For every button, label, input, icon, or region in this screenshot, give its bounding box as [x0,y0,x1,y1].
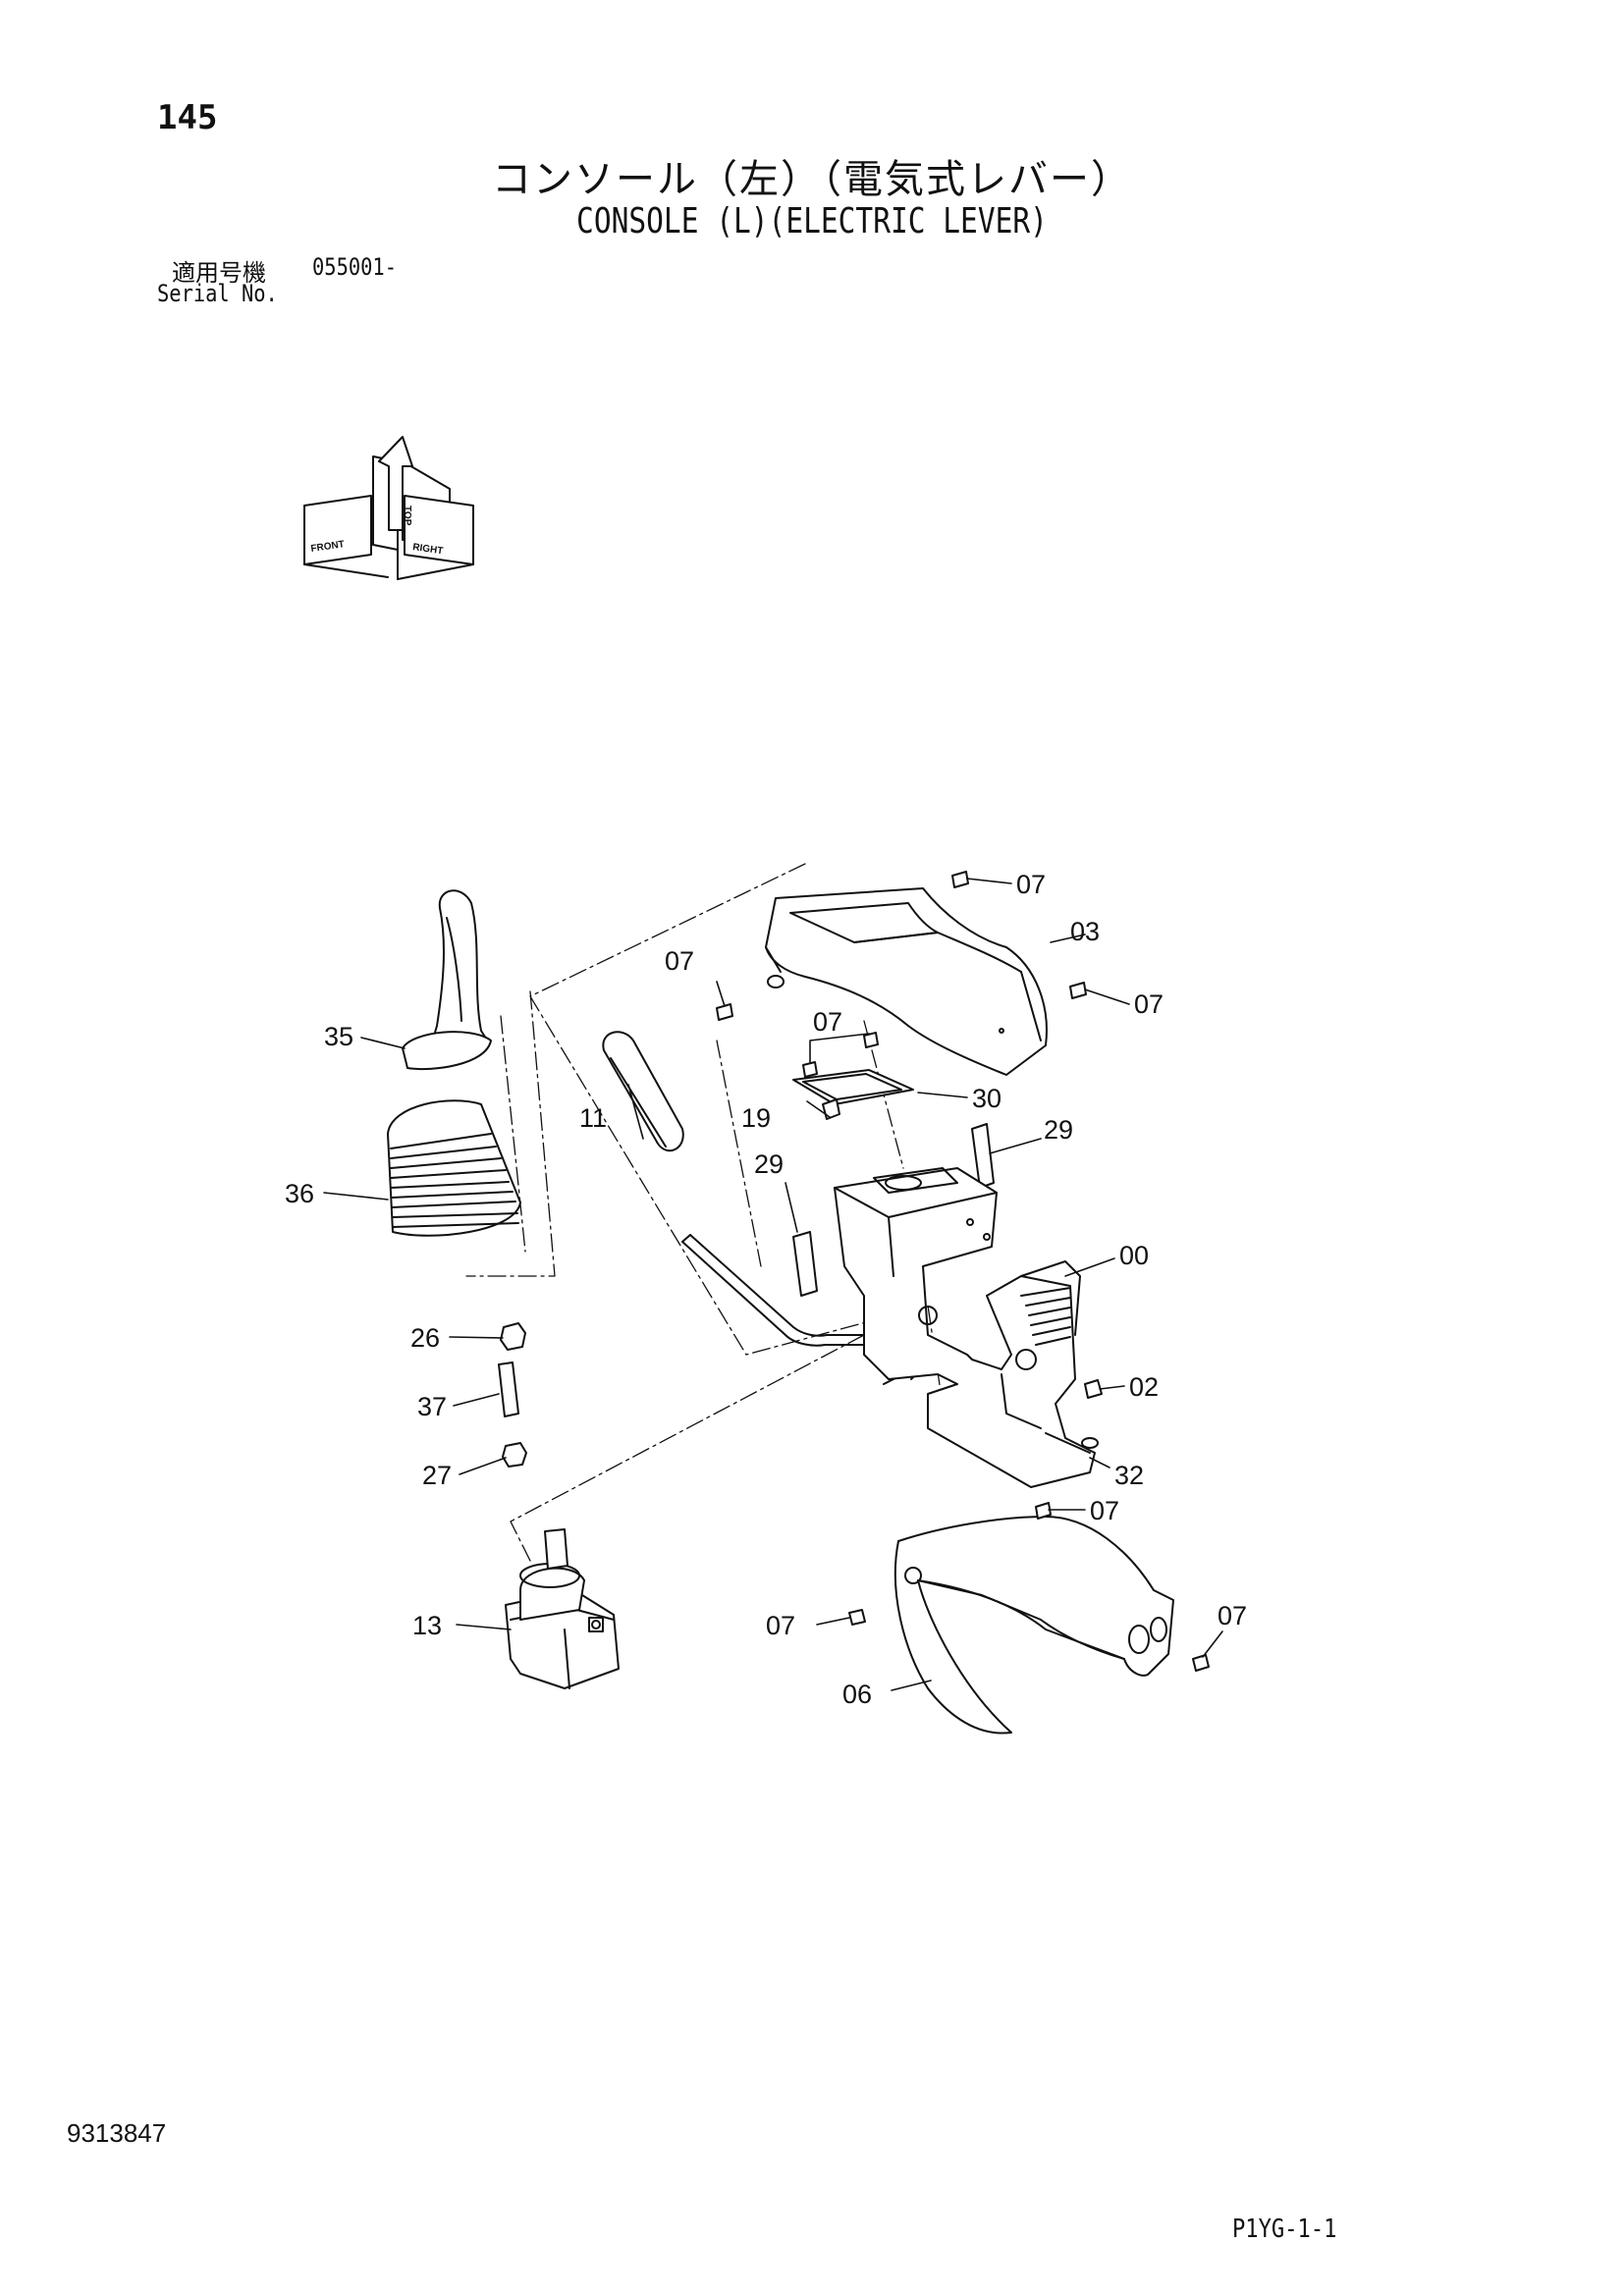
callout-36: 36 [285,1179,314,1208]
serial-label-japanese: 適用号機 [172,259,266,287]
callout-07: 07 [766,1611,795,1640]
console-bracket-assembly [834,1167,1099,1488]
callout-07: 07 [1218,1601,1247,1630]
callout-19: 19 [741,1103,771,1133]
bolt-parts [716,871,1210,1672]
callout-07: 07 [1016,870,1046,899]
callout-07: 07 [813,1007,842,1037]
pilot-valve-part [505,1528,620,1689]
orientation-icon [303,436,474,580]
callout-07: 07 [1090,1496,1119,1525]
document-number: 9313847 [67,2118,167,2148]
grip-handle-part [402,889,492,1071]
callout-02: 02 [1129,1372,1159,1402]
callout-00: 00 [1119,1241,1149,1270]
orientation-front-label: FRONT [310,539,346,555]
callout-27: 27 [422,1461,452,1490]
callout-37: 37 [417,1392,447,1421]
callout-26: 26 [410,1323,440,1353]
lower-cover-part [893,1516,1174,1735]
leader-lines [323,878,1223,1691]
page-number: 145 [157,98,218,137]
callout-32: 32 [1114,1461,1144,1490]
callout-13: 13 [412,1611,442,1640]
page-title-japanese: コンソール（左）（電気式レバー） [492,157,1132,202]
callout-07: 07 [665,946,694,976]
page-code: P1YG-1-1 [1232,2215,1337,2244]
rod-part [498,1362,519,1417]
serial-label-english: Serial No. [157,280,278,307]
rubber-boot-part [387,1099,521,1237]
nut-part [500,1322,526,1351]
orientation-right-label: RIGHT [412,542,444,557]
orientation-top-label: TOP [402,506,412,526]
callout-30: 30 [972,1084,1001,1113]
page-title-english: CONSOLE (L)(ELECTRIC LEVER) [576,201,1048,241]
callout-11: 11 [579,1103,607,1133]
callout-35: 35 [324,1022,353,1051]
callout-29: 29 [1044,1115,1073,1145]
strip-parts [792,1123,995,1297]
serial-number-value: 055001- [312,253,397,281]
callout-06: 06 [842,1680,872,1709]
callout-29: 29 [754,1149,784,1179]
nut-part [502,1442,527,1468]
callout-07: 07 [1134,989,1164,1019]
gasket-plate-part [792,1069,914,1105]
top-cover-part [765,887,1048,1076]
callout-03: 03 [1070,917,1100,946]
